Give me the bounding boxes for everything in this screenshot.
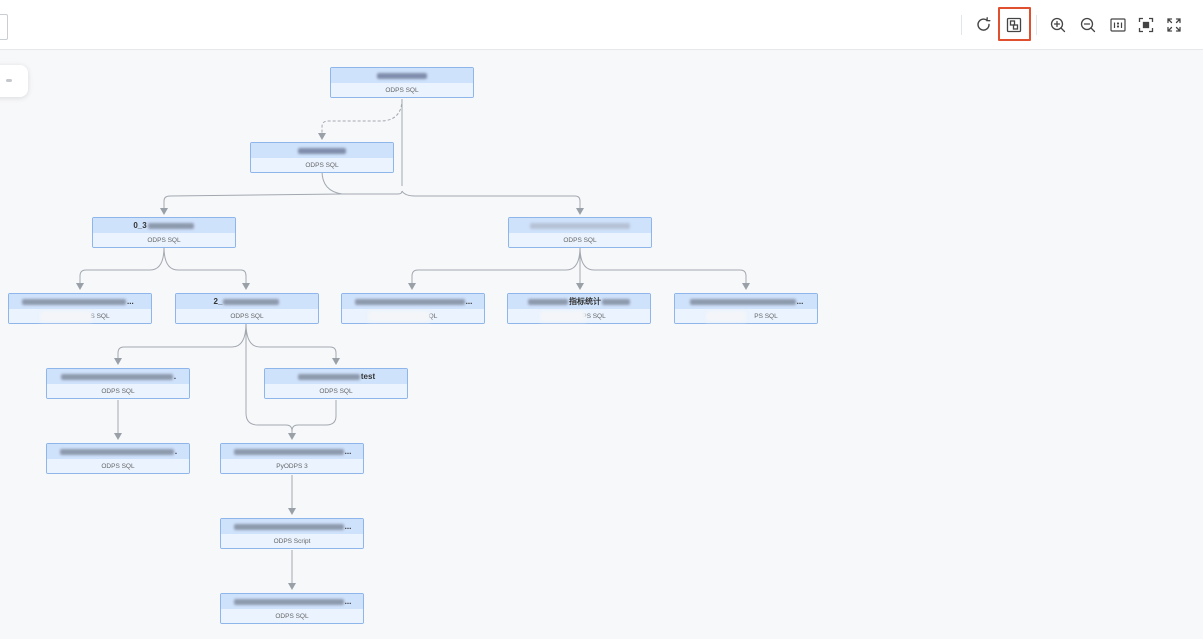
node-type: ODPS SQL xyxy=(331,83,473,97)
redaction-patch xyxy=(540,311,586,322)
node-type: PyODPS 3 xyxy=(221,459,363,473)
dag-node[interactable]: ... ODPS Script xyxy=(220,518,364,549)
minimap-toggle[interactable] xyxy=(0,65,28,97)
node-name: ... xyxy=(344,522,352,531)
fullscreen-icon xyxy=(1167,18,1181,32)
fit-view-button[interactable] xyxy=(1134,13,1158,37)
edge xyxy=(163,246,250,290)
zoom-in-button[interactable] xyxy=(1046,13,1070,37)
actual-size-icon xyxy=(1110,18,1126,32)
node-name: ... xyxy=(127,297,134,306)
zoom-in-icon xyxy=(1050,17,1066,33)
node-type: ODPS SQL xyxy=(265,384,407,398)
node-name: ... xyxy=(796,297,804,306)
node-name: 指标统计 xyxy=(569,297,601,306)
node-name: ... xyxy=(465,297,473,306)
zoom-out-icon xyxy=(1080,17,1096,33)
dag-edges xyxy=(76,98,750,590)
node-name: ... xyxy=(344,447,352,456)
auto-layout-highlight xyxy=(998,7,1031,41)
node-type: ODPS SQL xyxy=(251,158,393,172)
dag-node[interactable]: test ODPS SQL xyxy=(264,368,408,399)
dag-node[interactable]: ODPS SQL xyxy=(508,217,652,248)
edge xyxy=(579,246,750,290)
edge xyxy=(291,400,337,432)
toolbar-divider xyxy=(1036,15,1037,35)
edge xyxy=(245,322,340,365)
redaction-patch xyxy=(40,311,92,322)
dag-node[interactable]: . ODPS SQL xyxy=(46,443,190,474)
dag-canvas[interactable]: ODPS SQL ODPS SQL 0_3 ODPS SQL ODPS SQL … xyxy=(0,51,1203,639)
search-input[interactable] xyxy=(0,14,8,40)
dag-node[interactable]: 0_3 ODPS SQL xyxy=(92,217,236,248)
dag-node[interactable]: ... PS SQL xyxy=(674,293,818,324)
node-name: 0_3 xyxy=(133,221,147,230)
node-type: ODPS SQL xyxy=(221,609,363,623)
refresh-icon xyxy=(977,17,991,31)
node-type: ODPS SQL xyxy=(47,459,189,473)
node-type: ODPS Script xyxy=(221,534,363,548)
dag-node[interactable]: ... PyODPS 3 xyxy=(220,443,364,474)
dag-node[interactable]: 2_ ODPS SQL xyxy=(175,293,319,324)
node-name: . xyxy=(173,372,177,381)
refresh-button[interactable] xyxy=(972,13,996,37)
edge-dashed xyxy=(318,98,403,140)
dag-node[interactable]: ODPS SQL xyxy=(250,142,394,173)
dag-node[interactable]: ... ODPS SQL xyxy=(220,593,364,624)
node-type: PS SQL xyxy=(675,309,817,323)
edge xyxy=(76,246,165,290)
node-type: ODPS SQL xyxy=(47,384,189,398)
edge xyxy=(401,190,584,215)
fullscreen-button[interactable] xyxy=(1162,13,1186,37)
edge xyxy=(114,322,247,365)
graph-toolbar xyxy=(0,0,1203,50)
node-type: ODPS SQL xyxy=(509,233,651,247)
edge xyxy=(245,323,296,440)
toolbar-divider xyxy=(961,15,962,35)
node-type: ODPS SQL xyxy=(93,233,235,247)
redaction-patch xyxy=(706,311,746,322)
dag-node[interactable]: . ODPS SQL xyxy=(46,368,190,399)
node-name: . xyxy=(174,447,178,456)
edge xyxy=(321,170,403,195)
auto-layout-button[interactable] xyxy=(1002,13,1026,37)
node-name: ... xyxy=(344,597,352,606)
node-name: test xyxy=(360,372,376,381)
redaction-patch xyxy=(368,311,430,322)
auto-layout-icon xyxy=(1006,17,1022,33)
edge xyxy=(160,193,343,215)
node-name: 2_ xyxy=(213,297,223,306)
edge xyxy=(408,246,581,290)
actual-size-button[interactable] xyxy=(1106,13,1130,37)
fit-view-icon xyxy=(1138,17,1154,33)
node-type: ODPS SQL xyxy=(176,309,318,323)
zoom-out-button[interactable] xyxy=(1076,13,1100,37)
dag-node[interactable]: ODPS SQL xyxy=(330,67,474,98)
